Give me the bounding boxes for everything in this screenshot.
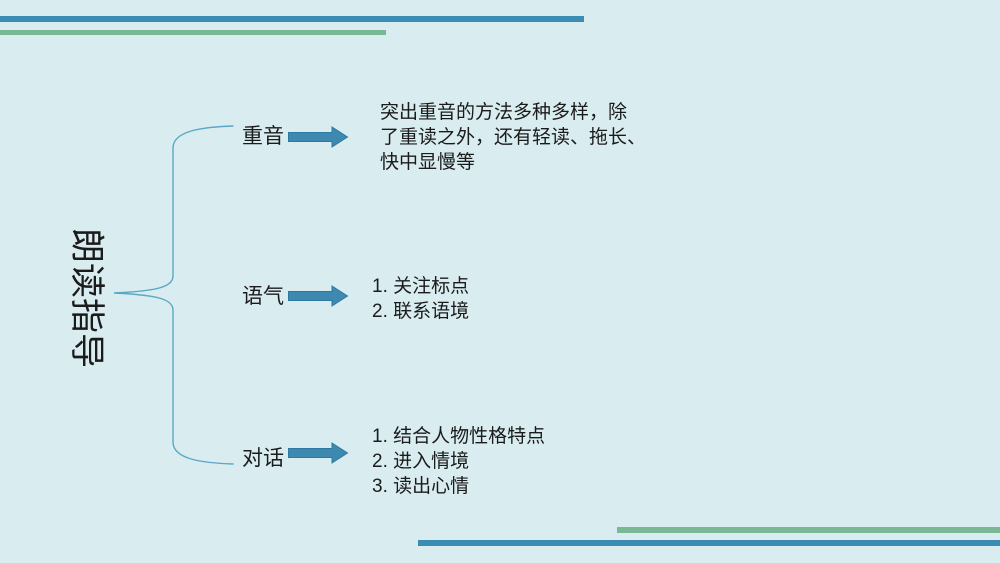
note-line: 1. 结合人物性格特点	[372, 426, 546, 447]
note-line: 了重读之外，还有轻读、拖长、	[380, 127, 647, 148]
note-line: 快中显慢等	[380, 152, 476, 173]
branch-note-zhongyin: 突出重音的方法多种多样，除 了重读之外，还有轻读、拖长、 快中显慢等	[380, 100, 646, 175]
slide-title: 朗读指导	[67, 227, 106, 368]
note-line: 突出重音的方法多种多样，除	[380, 102, 628, 123]
branch-note-duihua: 1. 结合人物性格特点 2. 进入情境 3. 读出心情	[372, 424, 545, 499]
note-line: 3. 读出心情	[372, 476, 470, 497]
branch-label-duihua: 对话	[242, 447, 284, 470]
note-line: 1. 关注标点	[372, 276, 470, 297]
top-blue-divider	[0, 16, 584, 22]
bottom-blue-divider	[418, 540, 1000, 546]
note-line: 2. 进入情境	[372, 451, 470, 472]
note-line: 2. 联系语境	[372, 301, 470, 322]
left-curly-brace-icon	[113, 125, 234, 465]
branch-label-yuqi: 语气	[242, 285, 284, 308]
branch-note-yuqi: 1. 关注标点 2. 联系语境	[372, 274, 469, 324]
right-arrow-icon	[288, 285, 349, 307]
right-arrow-icon	[288, 126, 349, 148]
bottom-green-divider	[617, 527, 1000, 533]
top-green-divider	[0, 30, 386, 35]
right-arrow-icon	[288, 442, 349, 464]
branch-label-zhongyin: 重音	[242, 125, 284, 148]
